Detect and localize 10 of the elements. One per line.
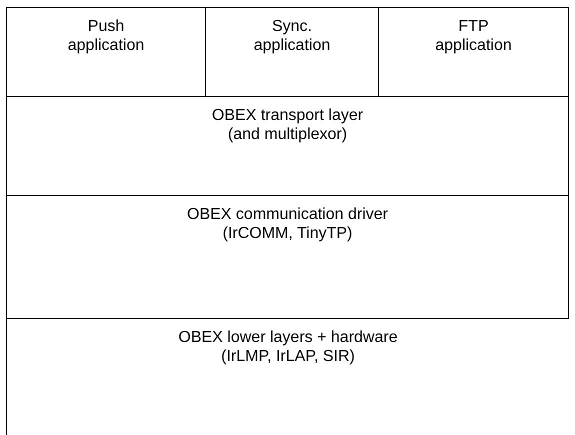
application-box — [6, 7, 206, 97]
layer-label: OBEX communication driver (IrCOMM, TinyTP) — [186, 205, 389, 243]
layer-box — [6, 195, 569, 319]
layer-label: FTP application — [434, 17, 513, 55]
layer-label: OBEX transport layer (and multiplexor) — [210, 106, 364, 144]
layer-label: Sync. application — [252, 17, 332, 55]
layer-label: Push application — [66, 17, 146, 55]
layer-label: OBEX lower layers + hardware (IrLMP, IrLAP, SIR) — [177, 328, 399, 366]
application-box — [378, 7, 569, 97]
layer-box — [6, 96, 569, 196]
